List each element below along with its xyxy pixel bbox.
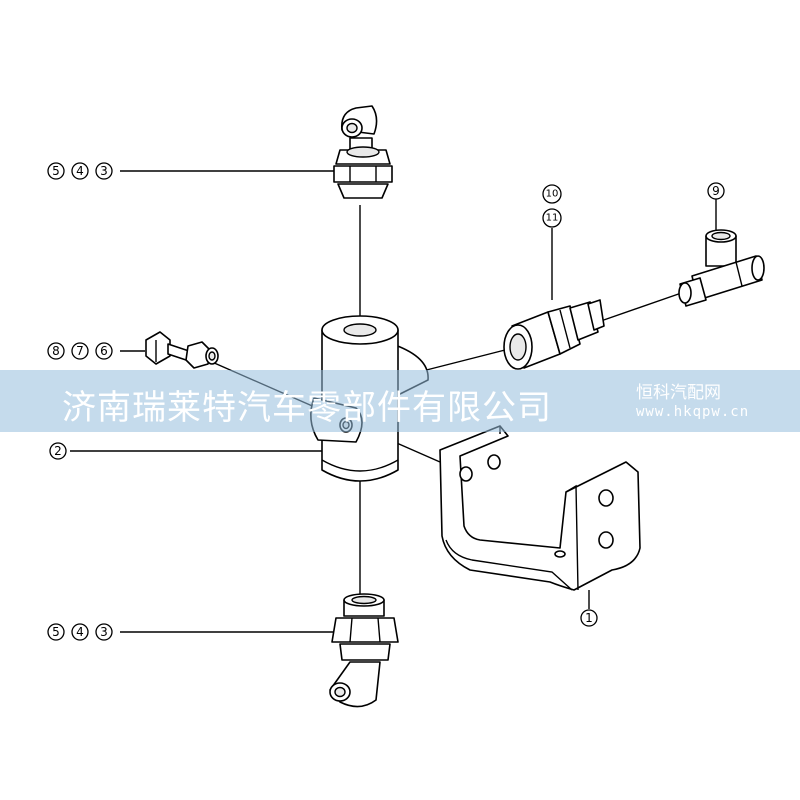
callout-number: 5 [52,164,60,178]
bolt-assembly [145,331,219,369]
tee-fitting [678,229,765,307]
callout-bottom-fitting: 5 4 3 [47,623,113,641]
callout-number: 11 [546,213,559,224]
callout-number: 1 [585,611,593,625]
watermark-company-name: 济南瑞莱特汽车零部件有限公司 [62,388,552,428]
watermark-site-url: www.hkqpw.cn [636,404,750,420]
watermark-site-name: 恒科汽配网 [636,383,721,403]
callout-bolt: 8 7 6 [47,342,113,360]
callout-connector: 10 11 [542,184,562,228]
callout-number: 2 [54,444,62,458]
callout-valve-body: 2 [49,442,67,460]
watermark-banner [0,370,800,432]
callout-number: 3 [100,625,108,639]
callout-number: 8 [52,344,60,358]
callout-number: 7 [76,344,84,358]
callout-number: 5 [52,625,60,639]
callout-number: 4 [76,164,84,178]
callout-bracket: 1 [580,609,598,627]
straight-connector [503,299,605,370]
callout-number: 4 [76,625,84,639]
u-bracket [439,425,641,591]
bottom-elbow-fitting [329,593,399,708]
callout-number: 3 [100,164,108,178]
callout-number: 10 [546,189,559,200]
top-elbow-fitting [333,105,393,199]
callout-number: 6 [100,344,108,358]
callout-number: 9 [712,184,720,198]
leader-lines [70,170,717,633]
callout-top-fitting: 5 4 3 [47,162,113,180]
callout-tee: 9 [707,182,725,200]
